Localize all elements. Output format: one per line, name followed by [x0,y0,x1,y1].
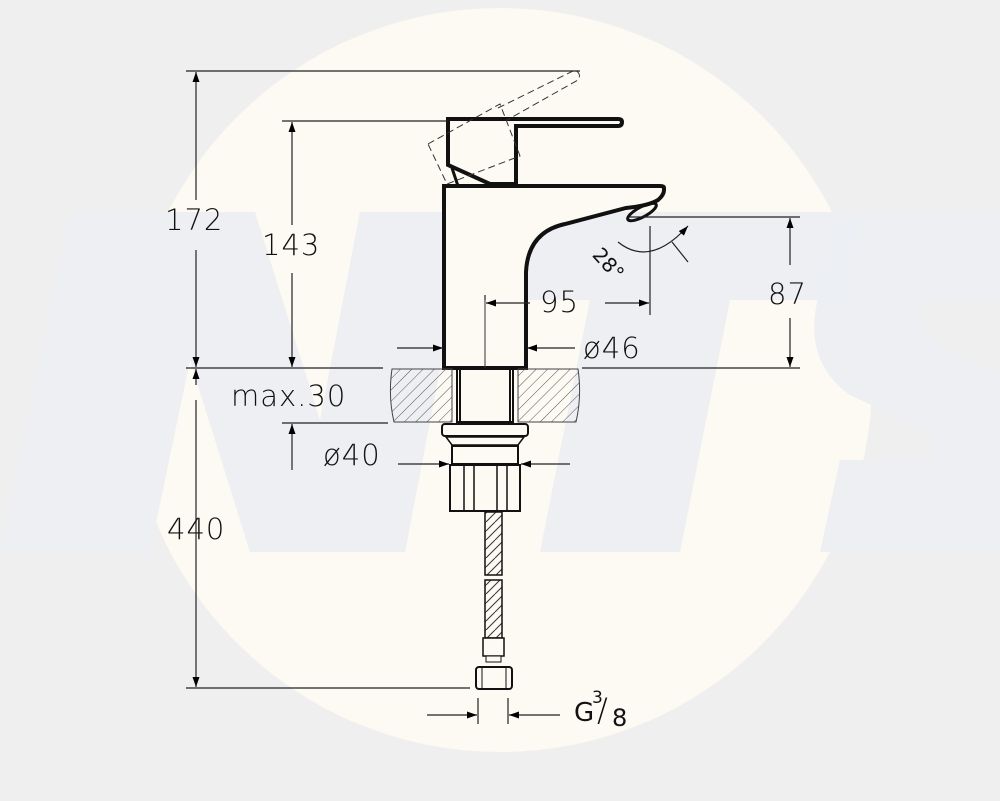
dimension-spout-reach: 95 [540,285,579,319]
dimension-body-height: 143 [262,228,321,262]
deck-section [389,368,581,512]
flexible-hose [475,511,513,690]
dimension-lines [186,70,800,724]
dimension-max-deck-thickness: max.30 [231,379,347,413]
watermark [0,212,1000,552]
dimension-body-diameter: ø46 [583,331,641,365]
thread-numerator: 3 [592,688,603,708]
faucet-body [442,117,666,370]
thread-prefix: G [574,698,595,728]
thread-slash: / [597,691,608,729]
dimension-total-height: 172 [165,203,224,237]
thread-denominator: 8 [612,704,628,732]
dimension-hose-length: 440 [167,512,226,546]
thread-size-label: G 3 / 8 [574,690,644,734]
dimension-shank-diameter: ø40 [323,438,381,472]
dimension-spout-height: 87 [768,277,807,311]
handle-raised-outline [427,69,580,185]
